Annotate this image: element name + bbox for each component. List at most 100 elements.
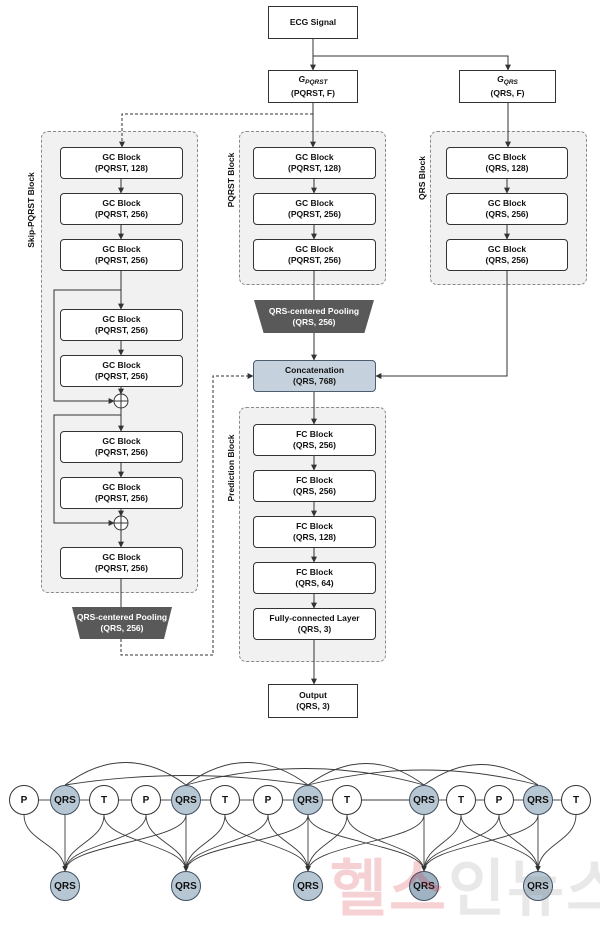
skip-connection-1	[53, 289, 121, 404]
graph-down-edge	[183, 814, 269, 872]
block-params: (QRS, 256)	[293, 486, 336, 496]
qrs-block-label: QRS Block	[417, 156, 427, 200]
node-label: QRS	[297, 794, 319, 806]
g-qrs-params: (QRS, F)	[490, 88, 525, 98]
block-params: (QRS, 3)	[297, 624, 332, 634]
node-label: T	[100, 794, 108, 806]
graph-down-edge	[460, 814, 541, 872]
block-title: GC Block	[295, 152, 334, 162]
graph-node-qrs: QRS	[50, 785, 80, 815]
block-title: FC Block	[296, 521, 333, 531]
concat-params: (QRS, 768)	[293, 376, 336, 386]
block-title: GC Block	[102, 552, 141, 562]
graph-down-edge	[267, 814, 311, 872]
pool-params: (QRS, 256)	[292, 316, 336, 327]
node-label: QRS	[527, 794, 549, 806]
skip-qrs-centered-pooling: QRS-centered Pooling (QRS, 256)	[72, 607, 172, 639]
graph-down-edge	[305, 814, 348, 872]
concat-title: Concatenation	[284, 365, 345, 375]
pqrst-qrs-centered-pooling: QRS-centered Pooling (QRS, 256)	[254, 300, 374, 333]
fc-block-1: FC Block (QRS, 256)	[253, 424, 376, 456]
g-pqrst-params: (PQRST, F)	[291, 88, 335, 98]
pqrst-gc-block-2: GC Block (PQRST, 256)	[253, 193, 376, 225]
g-qrs-subscript: QRS	[503, 79, 518, 86]
node-label: P	[142, 794, 150, 806]
g-pqrst-subscript: PQRST	[305, 79, 328, 86]
skip-gc-block-7: GC Block (PQRST, 256)	[60, 477, 183, 509]
block-title: GC Block	[487, 244, 527, 254]
output-title: Output	[299, 690, 327, 700]
prediction-block-label: Prediction Block	[226, 434, 236, 502]
block-title: GC Block	[487, 198, 527, 208]
fc-block-3: FC Block (QRS, 128)	[253, 516, 376, 548]
graph-node-qrs: QRS	[523, 785, 553, 815]
block-title: GC Block	[102, 314, 141, 324]
node-label: QRS	[175, 880, 197, 892]
graph-down-edge	[62, 814, 105, 872]
g-qrs-symbol: G	[497, 74, 504, 84]
concatenation-box: Concatenation (QRS, 768)	[253, 360, 376, 392]
output-box: Output (QRS, 3)	[268, 684, 358, 718]
graph-output-node-qrs: QRS	[293, 871, 323, 901]
arrow-ecg-to-gqrs	[313, 55, 511, 71]
skip-connection-2	[53, 414, 121, 526]
graph-node-p: P	[131, 785, 161, 815]
node-label: QRS	[413, 794, 435, 806]
node-label: QRS	[175, 794, 197, 806]
ecg-signal-box: ECG Signal	[268, 6, 358, 39]
g-qrs-title: GQRS	[497, 74, 518, 88]
block-params: (QRS, 128)	[293, 532, 336, 542]
block-params: (PQRST, 256)	[95, 447, 148, 457]
pqrst-gc-block-1: GC Block (PQRST, 128)	[253, 147, 376, 179]
ecg-signal-label: ECG Signal	[289, 17, 337, 27]
block-params: (QRS, 256)	[293, 440, 336, 450]
output-params: (QRS, 3)	[296, 701, 330, 711]
graph-down-edge	[183, 814, 226, 872]
pqrst-gc-block-3: GC Block (PQRST, 256)	[253, 239, 376, 271]
graph-down-edge	[535, 814, 577, 872]
pool-params: (QRS, 256)	[100, 623, 144, 633]
node-label: T	[572, 794, 580, 806]
node-label: P	[264, 794, 272, 806]
block-title: GC Block	[487, 152, 527, 162]
g-pqrst-title: GPQRST	[298, 74, 327, 88]
block-title: GC Block	[102, 360, 141, 370]
block-title: FC Block	[296, 567, 333, 577]
graph-down-edge	[145, 814, 189, 872]
skip-gc-block-6: GC Block (PQRST, 256)	[60, 431, 183, 463]
qrs-gc-block-1: GC Block (QRS, 128)	[446, 147, 568, 179]
skip-gc-block-3: GC Block (PQRST, 256)	[60, 239, 183, 271]
graph-qrs-arc	[307, 769, 539, 786]
block-params: (PQRST, 256)	[95, 493, 148, 503]
node-label: QRS	[54, 794, 76, 806]
fully-connected-layer-box: Fully-connected Layer (QRS, 3)	[253, 608, 376, 640]
graph-node-t: T	[446, 785, 476, 815]
node-label: T	[221, 794, 229, 806]
graph-down-edge	[421, 814, 462, 872]
g-pqrst-symbol: G	[298, 74, 306, 84]
block-params: (PQRST, 256)	[95, 255, 148, 265]
block-params: (PQRST, 256)	[95, 563, 148, 573]
graph-qrs-arc	[185, 768, 425, 786]
graph-node-t: T	[89, 785, 119, 815]
block-title: GC Block	[102, 244, 141, 254]
pool-title: QRS-centered Pooling	[76, 612, 168, 622]
node-label: T	[343, 794, 351, 806]
graph-down-edge	[62, 814, 147, 872]
node-label: QRS	[413, 880, 435, 892]
graph-node-t: T	[561, 785, 591, 815]
block-title: Fully-connected Layer	[269, 613, 360, 623]
skip-gc-block-8: GC Block (PQRST, 256)	[60, 547, 183, 579]
skip-gc-block-1: GC Block (PQRST, 128)	[60, 147, 183, 179]
graph-output-node-qrs: QRS	[50, 871, 80, 901]
g-pqrst-box: GPQRST (PQRST, F)	[268, 70, 358, 103]
node-label: T	[457, 794, 465, 806]
node-label: P	[495, 794, 503, 806]
fc-block-2: FC Block (QRS, 256)	[253, 470, 376, 502]
node-label: P	[20, 794, 28, 806]
graph-down-edge	[103, 814, 189, 872]
block-params: (PQRST, 256)	[95, 325, 148, 335]
sum-node-1-plus	[114, 394, 128, 408]
arrow-gpqrst-to-skip	[119, 113, 313, 148]
block-params: (QRS, 256)	[485, 209, 529, 219]
